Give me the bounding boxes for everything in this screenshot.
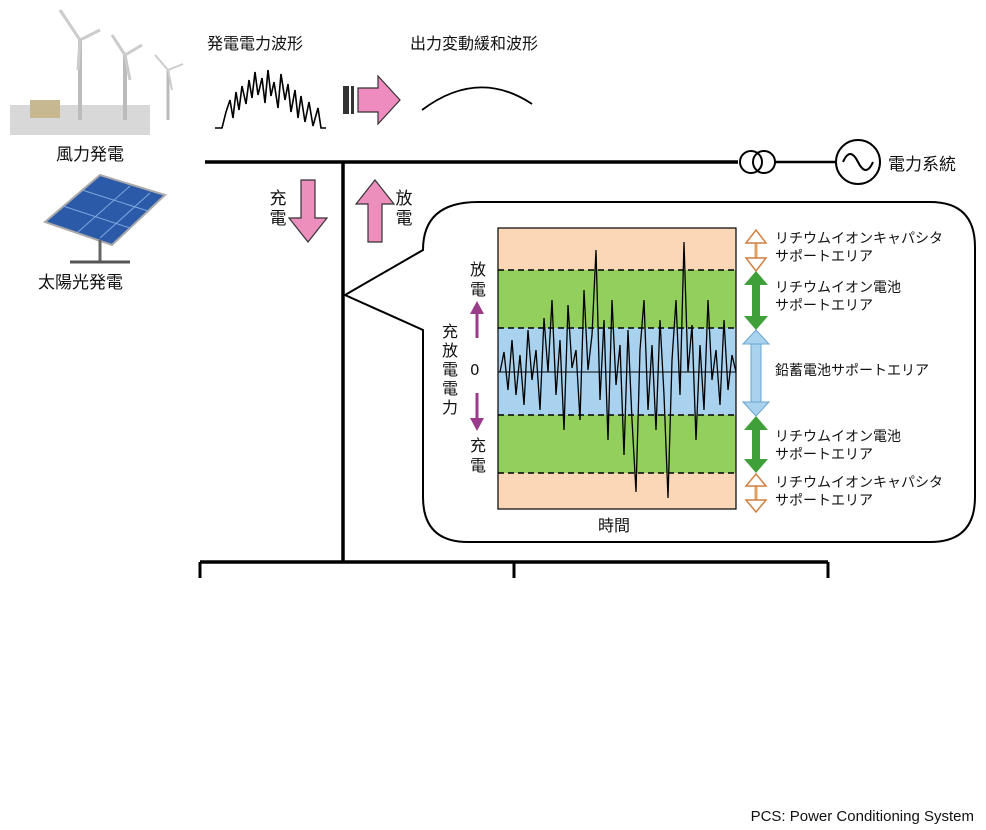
y-axis-discharge-label: 放電 [469,260,486,299]
transformer-icon [739,150,776,174]
charge-label: 充電 [269,189,287,229]
zone-label-lead-acid: 鉛蓄電池サポートエリア [775,363,929,379]
y-axis-label: 充放電電力 [441,322,458,417]
smoothed-waveform-title: 出力変動緩和波形 [410,34,539,53]
charge-arrow-icon [287,179,329,243]
discharge-arrow-icon [354,179,396,243]
generation-waveform-title: 発電電力波形 [207,34,304,53]
ac-source-icon [835,139,881,185]
wind-turbine-icon [10,9,184,135]
solar-power-label: 太陽光発電 [38,273,123,293]
x-axis-label: 時間 [598,516,631,535]
transition-arrow-icon [343,74,401,126]
zone-label-capacitor-top: リチウムイオンキャパシタサポートエリア [775,231,943,265]
zone-label-lithium-top: リチウムイオン電池サポートエリア [775,280,901,314]
y-axis-charge-label: 充電 [469,436,486,475]
generation-waveform-line [215,69,326,129]
zone-label-lithium-bottom: リチウムイオン電池サポートエリア [775,429,901,463]
zone-range-arrows [741,228,771,514]
charge-direction-arrow-icon [470,393,484,431]
discharge-direction-arrow-icon [470,301,484,338]
discharge-label: 放電 [395,189,413,229]
solar-panel-icon [43,173,167,264]
power-grid-label: 電力系統 [888,155,956,175]
footnote: PCS: Power Conditioning System [750,808,974,825]
y-axis-zero-label: 0 [470,361,480,379]
zone-label-capacitor-bottom: リチウムイオンキャパシタサポートエリア [775,475,943,509]
charge-discharge-signal-line [499,241,737,499]
wind-power-label: 風力発電 [56,145,124,165]
smoothed-waveform-line [421,86,533,111]
